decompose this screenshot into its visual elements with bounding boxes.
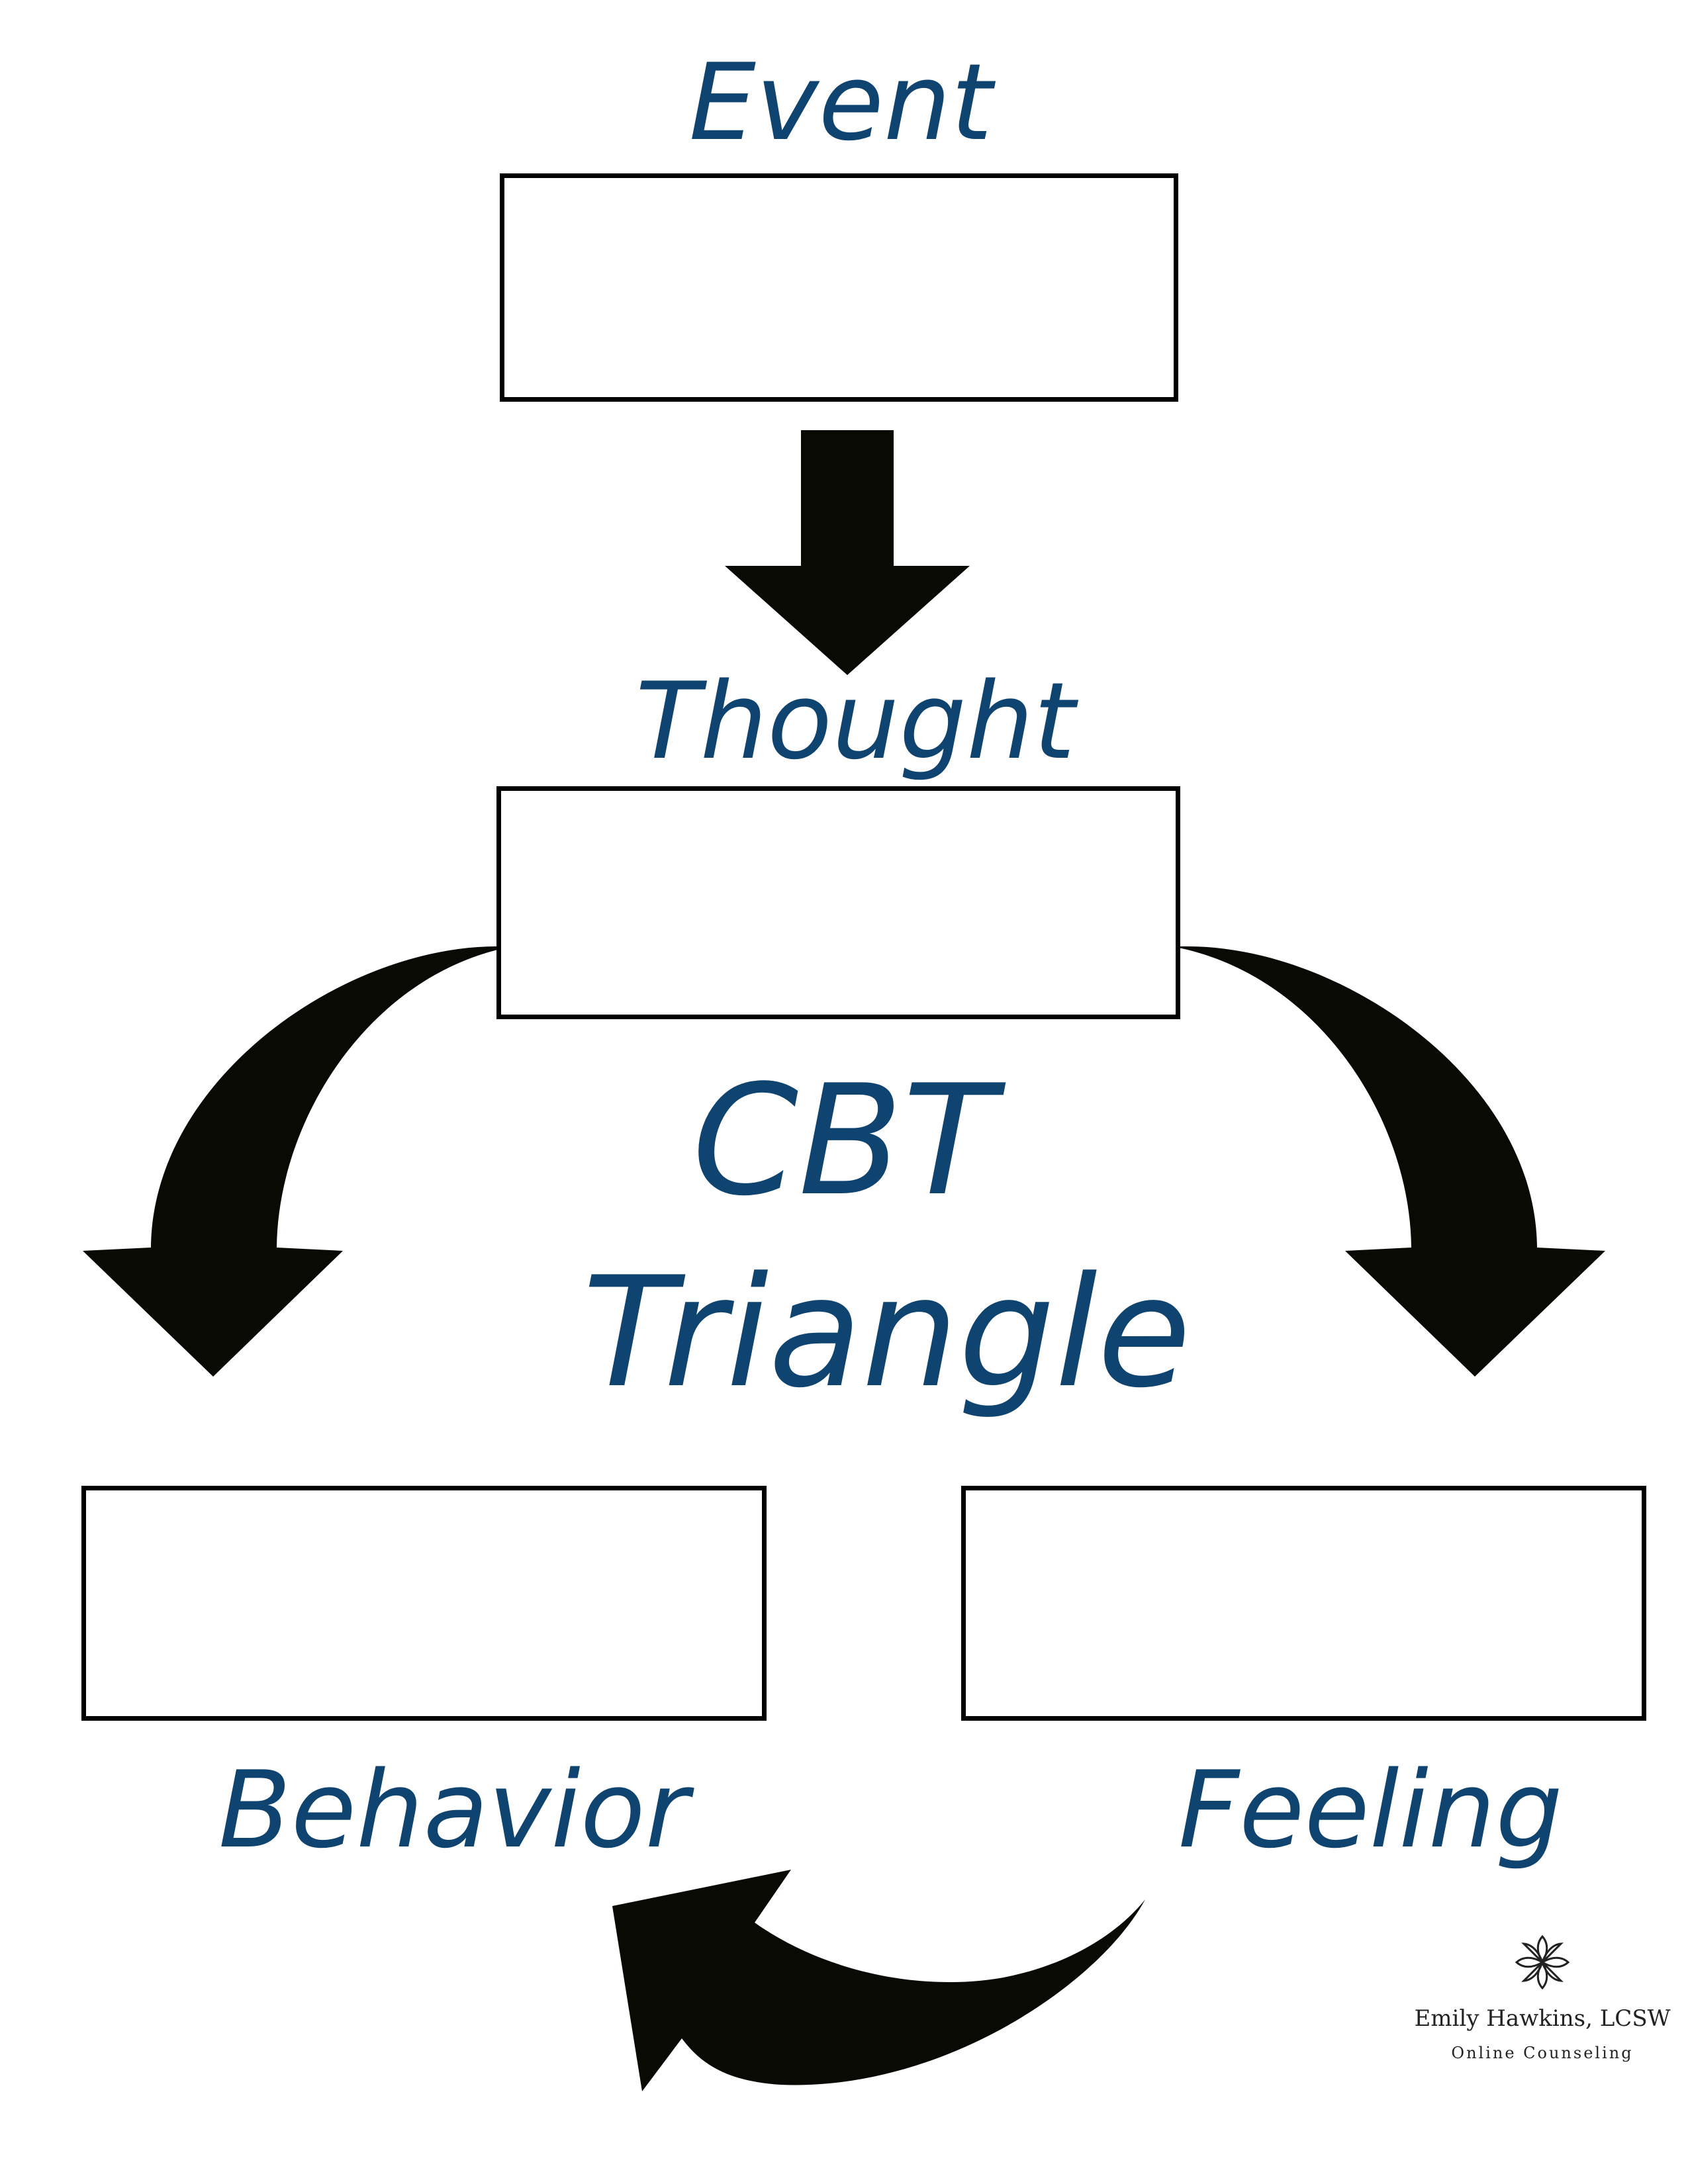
behavior-box[interactable]: [81, 1486, 767, 1721]
cbt-title-line1: CBT: [692, 1053, 996, 1230]
feeling-box[interactable]: [961, 1486, 1646, 1721]
logo: Emily Hawkins, LCSW Online Counseling: [1377, 1919, 1688, 2078]
event-box[interactable]: [500, 173, 1178, 402]
logo-subtitle: Online Counseling: [1451, 2044, 1634, 2062]
thought-box[interactable]: [496, 786, 1180, 1019]
lotus-flower-icon: [1515, 1934, 1570, 1990]
behavior-label: Behavior: [218, 1748, 689, 1872]
arrow-thought-to-feeling: [1172, 946, 1605, 1377]
arrow-event-to-thought: [725, 430, 970, 675]
event-label: Event: [688, 40, 993, 164]
thought-label: Thought: [635, 659, 1076, 783]
arrow-feeling-to-behavior: [612, 1870, 1145, 2091]
feeling-label: Feeling: [1178, 1748, 1563, 1872]
logo-name: Emily Hawkins, LCSW: [1414, 2005, 1671, 2032]
arrow-thought-to-behavior: [83, 946, 513, 1377]
cbt-title-line2: Triangle: [583, 1245, 1192, 1422]
